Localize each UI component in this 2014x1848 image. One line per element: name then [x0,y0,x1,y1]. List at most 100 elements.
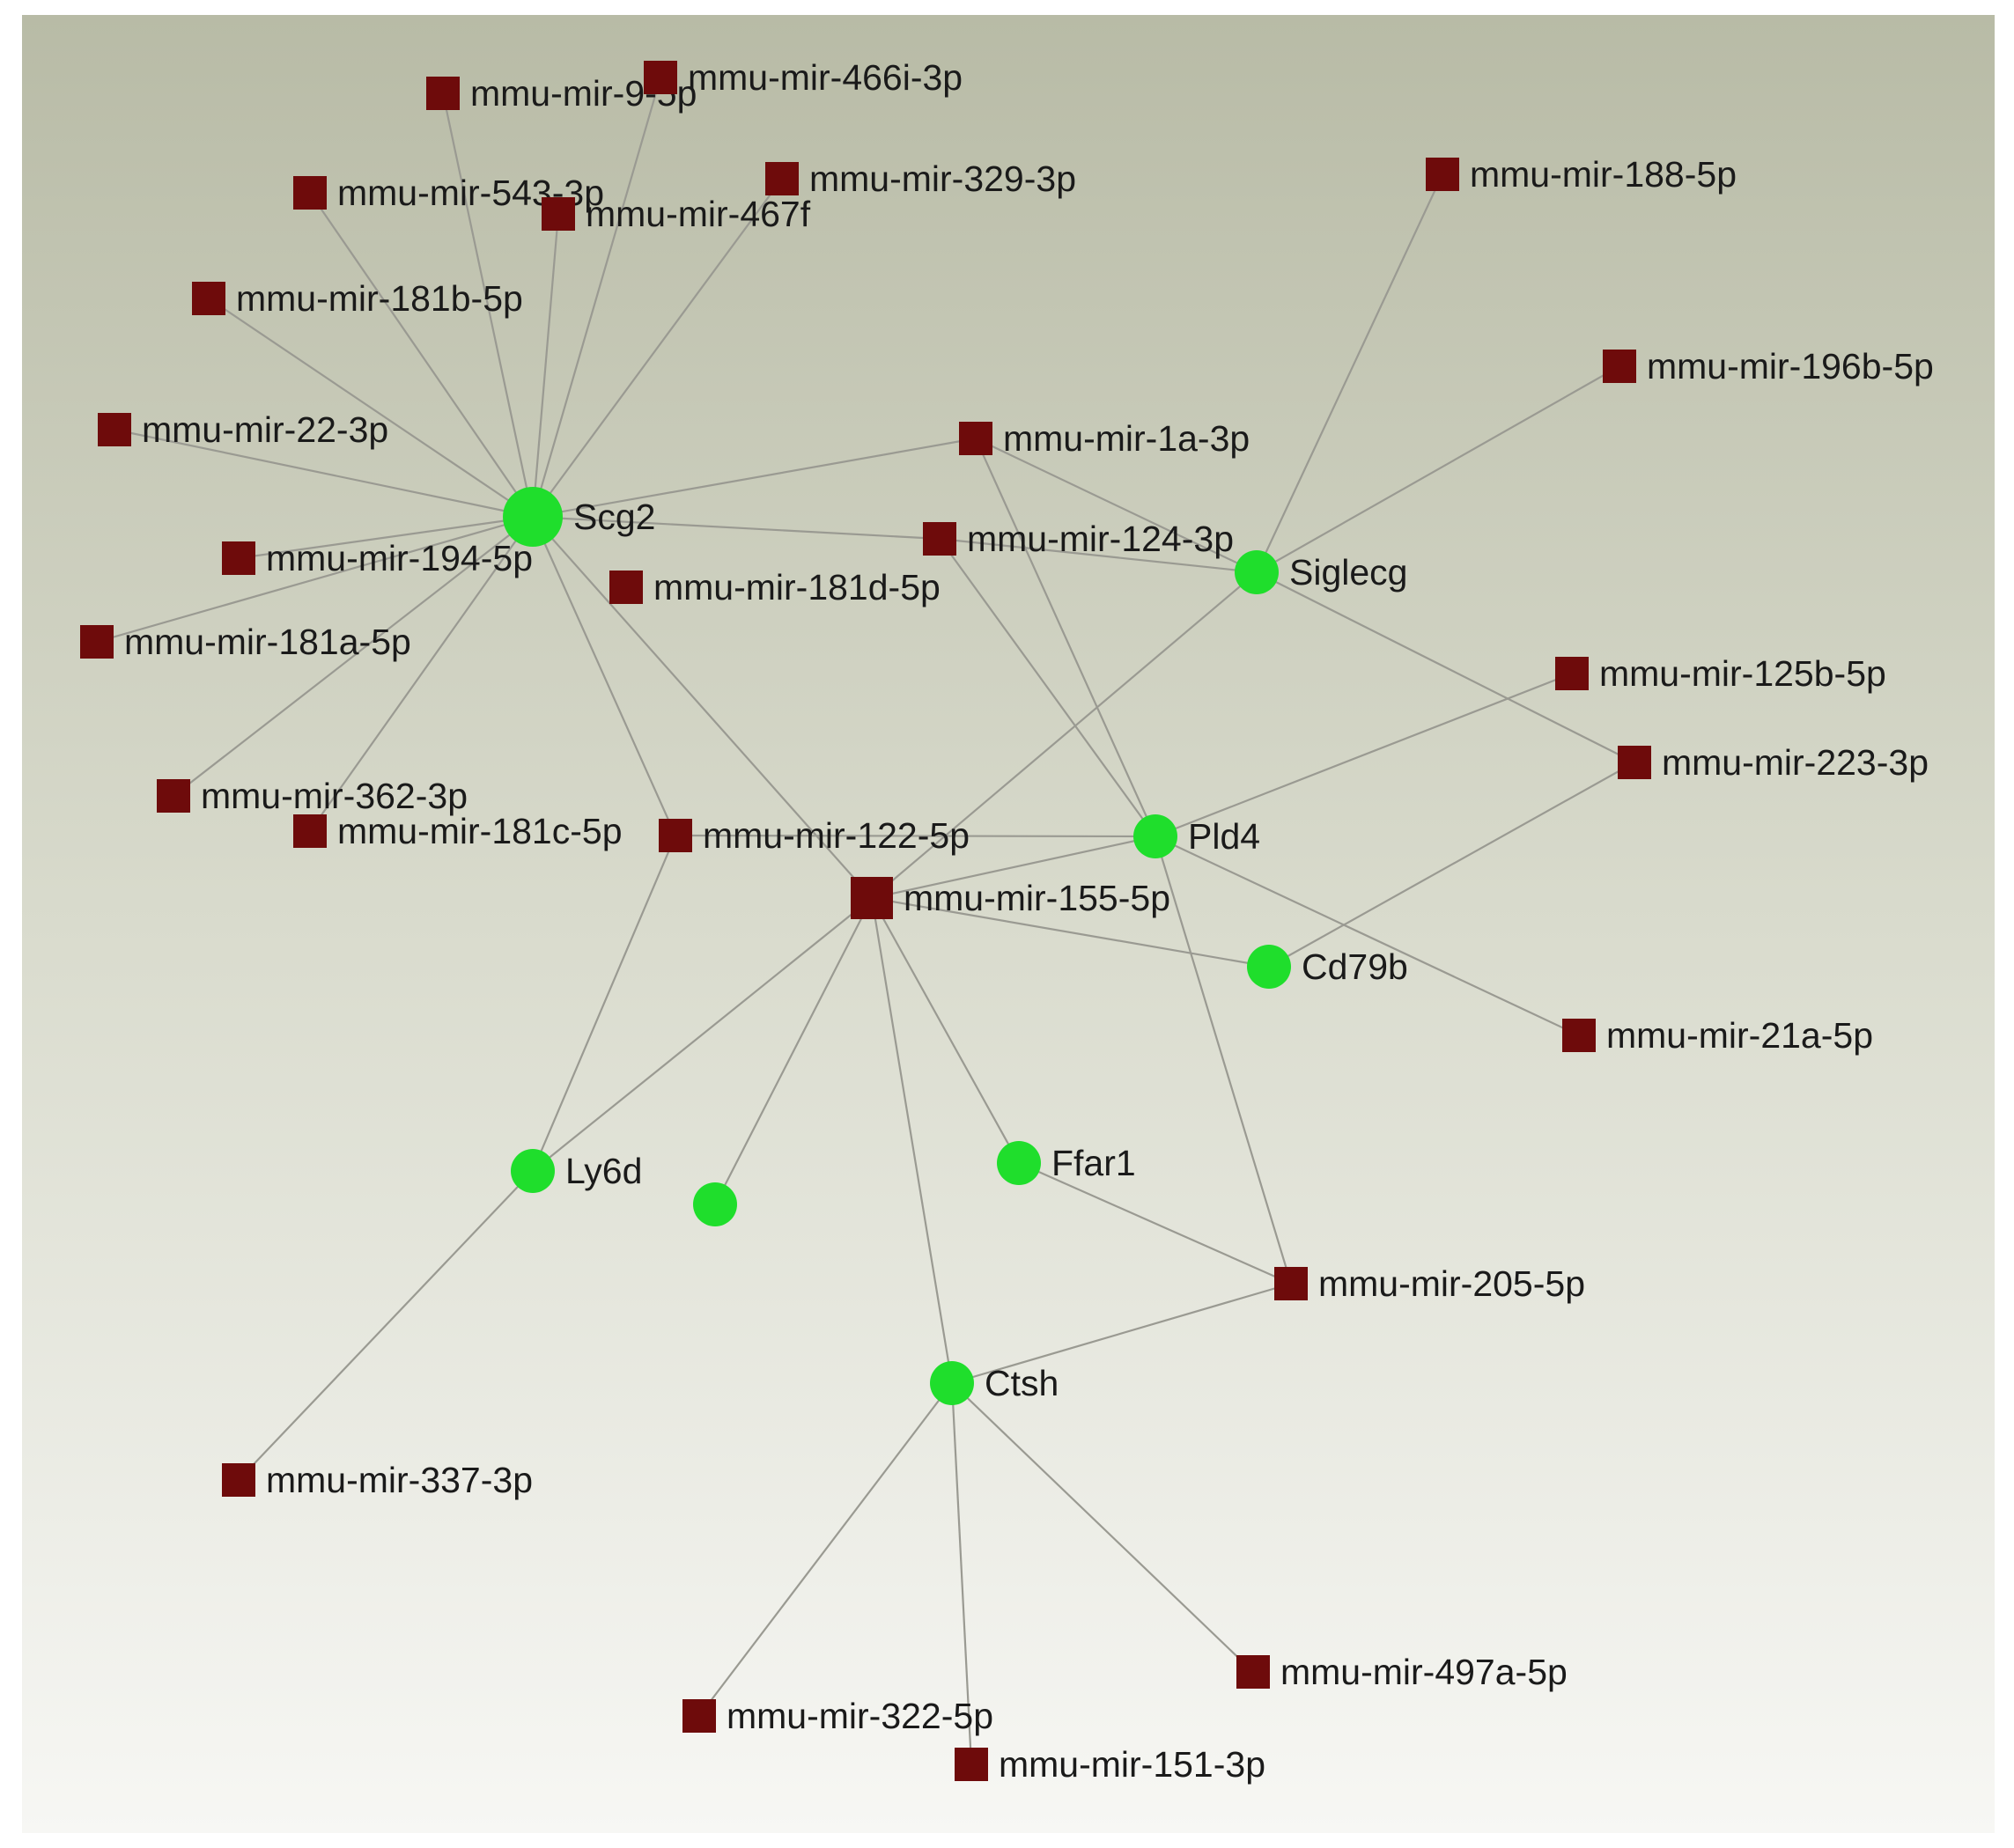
mirna-square[interactable] [644,61,677,94]
mirna-node-mir-194-5p[interactable]: mmu-mir-194-5p [222,538,533,578]
edge-ly6d-mir-155-5p [532,897,873,1172]
edge-siglecg-mir-196b-5p [1256,365,1620,573]
gene-circle[interactable] [930,1361,974,1405]
gene-circle[interactable] [693,1182,737,1226]
mirna-square[interactable] [1562,1019,1596,1052]
node-label: mmu-mir-125b-5p [1599,653,1886,694]
mirna-square[interactable] [293,176,327,210]
node-label: mmu-mir-322-5p [727,1696,993,1736]
gene-node-pld4[interactable]: Pld4 [1133,814,1260,858]
edge-scg2-mir-194-5p [238,515,534,560]
node-label: mmu-mir-124-3p [967,519,1234,559]
edge-ly6d-mir-337-3p [238,1170,534,1481]
node-label: mmu-mir-467f [586,194,811,234]
mirna-node-mir-467f[interactable]: mmu-mir-467f [542,194,811,234]
gene-node-ffar1[interactable]: Ffar1 [997,1141,1136,1185]
gene-node-scg2[interactable]: Scg2 [503,487,655,547]
mirna-node-mir-21a-5p[interactable]: mmu-mir-21a-5p [1562,1015,1873,1056]
mirna-square[interactable] [1603,350,1636,383]
mirna-square[interactable] [80,625,114,659]
node-label: mmu-mir-181d-5p [653,567,941,607]
edge-scg2-mir-467f [531,213,560,518]
mirna-node-mir-181d-5p[interactable]: mmu-mir-181d-5p [609,567,941,607]
node-label: mmu-mir-362-3p [201,776,468,816]
edge-scg2-mir-155-5p [532,516,873,899]
mirna-square[interactable] [955,1748,988,1781]
node-label: Scg2 [573,497,655,537]
edge-pld4-mir-155-5p [871,835,1156,900]
mirna-node-mir-362-3p[interactable]: mmu-mir-362-3p [157,776,468,816]
mirna-node-mir-205-5p[interactable]: mmu-mir-205-5p [1274,1263,1585,1304]
mirna-square[interactable] [222,1463,255,1497]
node-label: mmu-mir-181a-5p [124,622,411,662]
node-label: mmu-mir-21a-5p [1606,1015,1873,1056]
edge-pld4-mir-124-3p [939,538,1156,837]
mirna-square[interactable] [1426,158,1459,191]
mirna-node-mir-322-5p[interactable]: mmu-mir-322-5p [682,1696,993,1736]
gene-node-ly6d[interactable]: Ly6d [511,1149,642,1193]
node-label: Pld4 [1188,816,1260,857]
gene-circle[interactable] [1133,814,1177,858]
mirna-node-mir-329-3p[interactable]: mmu-mir-329-3p [765,158,1076,199]
mirna-node-mir-337-3p[interactable]: mmu-mir-337-3p [222,1460,533,1500]
mirna-node-mir-122-5p[interactable]: mmu-mir-122-5p [659,815,970,856]
mirna-square[interactable] [682,1699,716,1733]
gene-node-cd79b[interactable]: Cd79b [1247,945,1408,989]
gene-node-unlabeled[interactable] [693,1182,737,1226]
node-label: mmu-mir-22-3p [142,409,388,450]
mirna-square[interactable] [157,779,190,813]
gene-node-ctsh[interactable]: Ctsh [930,1361,1059,1405]
edge-scg2-mir-22-3p [114,428,534,519]
gene-circle[interactable] [1235,550,1279,594]
mirna-square[interactable] [1618,746,1651,779]
mirna-node-mir-497a-5p[interactable]: mmu-mir-497a-5p [1236,1652,1568,1692]
edges-layer [96,77,1635,1765]
mirna-node-mir-155-5p[interactable]: mmu-mir-155-5p [851,877,1170,919]
mirna-square[interactable] [293,814,327,848]
gene-circle[interactable] [1247,945,1291,989]
mirna-node-mir-151-3p[interactable]: mmu-mir-151-3p [955,1744,1265,1785]
mirna-node-mir-181a-5p[interactable]: mmu-mir-181a-5p [80,622,411,662]
edge-siglecg-mir-155-5p [871,571,1258,899]
mirna-node-mir-196b-5p[interactable]: mmu-mir-196b-5p [1603,346,1934,387]
edge-ctsh-mir-151-3p [950,1382,973,1765]
mirna-square[interactable] [98,413,131,446]
mirna-square[interactable] [765,162,799,195]
mirna-node-mir-124-3p[interactable]: mmu-mir-124-3p [923,519,1234,559]
mirna-node-mir-22-3p[interactable]: mmu-mir-22-3p [98,409,388,450]
mirna-square[interactable] [1274,1267,1308,1300]
mirna-node-mir-1a-3p[interactable]: mmu-mir-1a-3p [959,418,1250,459]
edge-siglecg-mir-1a-3p [975,438,1258,573]
mirna-node-mir-181c-5p[interactable]: mmu-mir-181c-5p [293,811,623,851]
node-label: Ffar1 [1051,1143,1136,1183]
edge-scg2-mir-543-3p [309,192,534,518]
mirna-node-mir-125b-5p[interactable]: mmu-mir-125b-5p [1555,653,1886,694]
mirna-square[interactable] [426,77,460,110]
edge-pld4-mir-205-5p [1154,836,1293,1285]
node-label: Siglecg [1289,552,1407,593]
mirna-square[interactable] [959,422,992,455]
mirna-square[interactable] [851,877,893,919]
mirna-node-mir-188-5p[interactable]: mmu-mir-188-5p [1426,154,1737,195]
mirna-node-mir-466i-3p[interactable]: mmu-mir-466i-3p [644,57,963,98]
edge-scg2-mir-9-5p [441,92,535,518]
mirna-square[interactable] [609,571,643,604]
mirna-node-mir-181b-5p[interactable]: mmu-mir-181b-5p [192,278,523,319]
mirna-square[interactable] [192,282,225,315]
mirna-node-mir-223-3p[interactable]: mmu-mir-223-3p [1618,742,1929,783]
mirna-square[interactable] [542,197,575,231]
gene-circle[interactable] [503,487,563,547]
edge-scg2-mir-181a-5p [96,515,534,644]
mirna-square[interactable] [1555,657,1589,690]
edge-scg2-mir-329-3p [532,178,783,518]
gene-circle[interactable] [997,1141,1041,1185]
gene-circle[interactable] [511,1149,555,1193]
node-label: mmu-mir-181c-5p [337,811,623,851]
mirna-square[interactable] [222,541,255,575]
mirna-square[interactable] [1236,1655,1270,1689]
gene-node-siglecg[interactable]: Siglecg [1235,550,1407,594]
edge-ctsh-mir-205-5p [951,1282,1292,1385]
mirna-square[interactable] [659,819,692,852]
mirna-square[interactable] [923,522,956,556]
